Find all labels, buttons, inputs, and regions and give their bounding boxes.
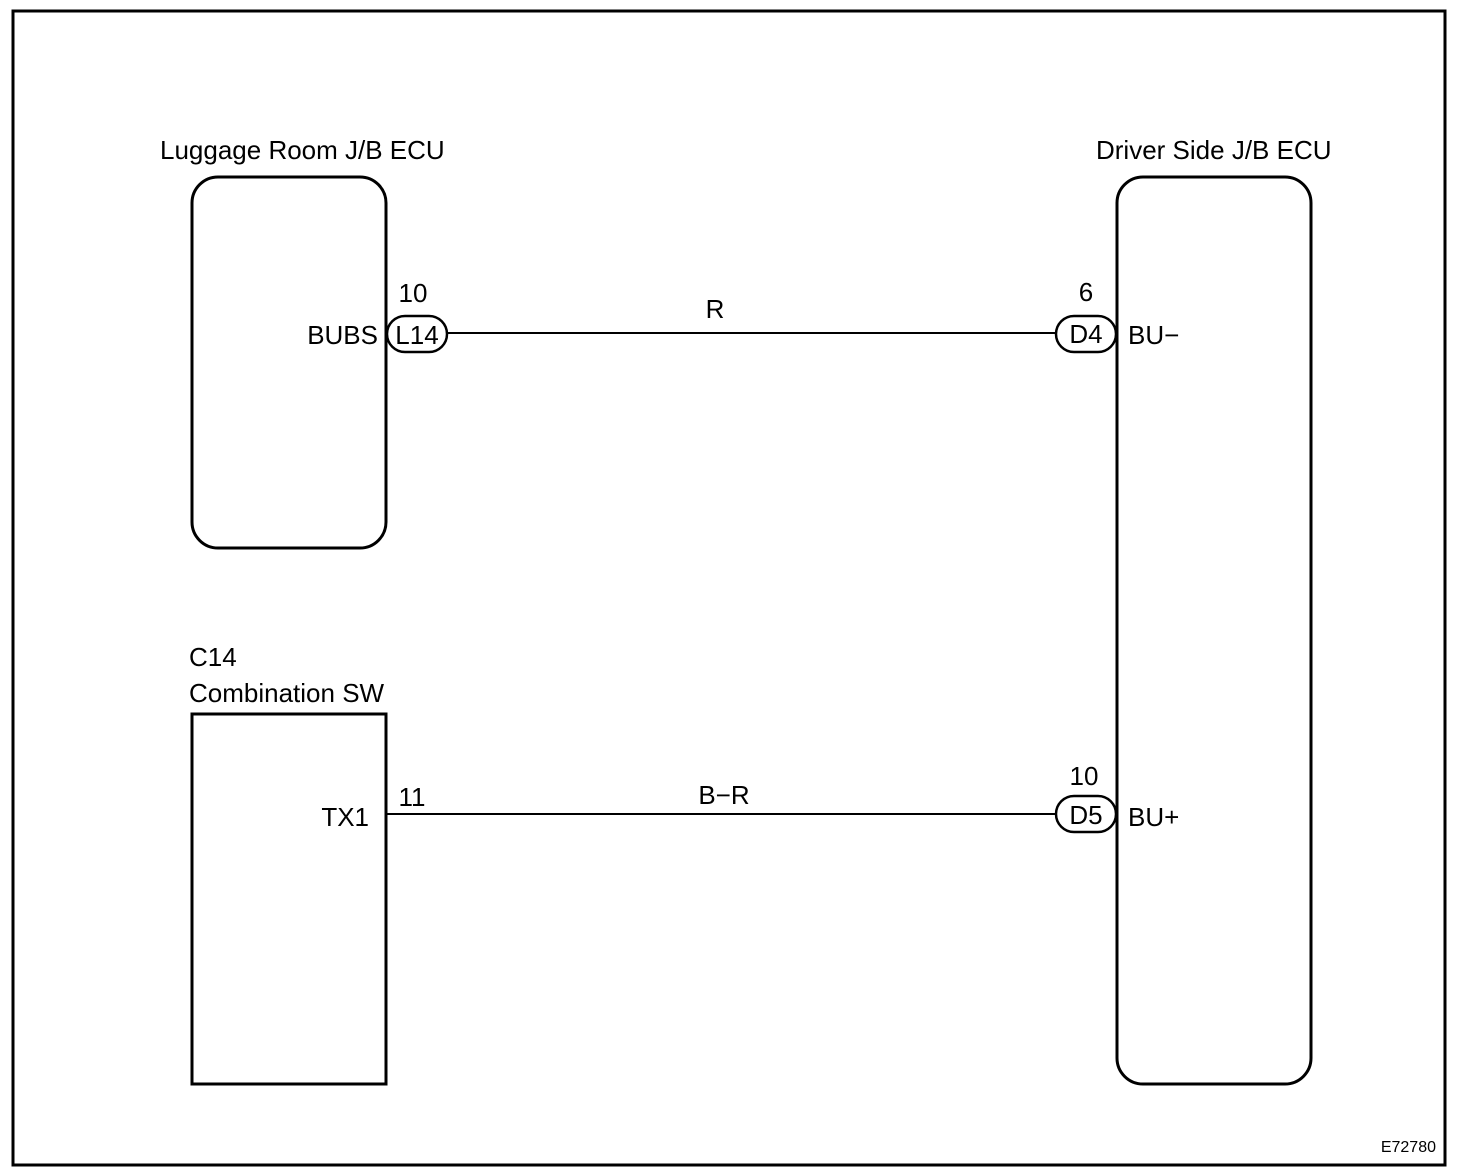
pin-d4-6: 6 xyxy=(1079,277,1093,307)
connector-d5-label: D5 xyxy=(1069,800,1102,830)
combination-sw-box xyxy=(190,712,388,1086)
diagram-frame xyxy=(11,9,1447,1167)
combination-sw-title: Combination SW xyxy=(189,678,385,708)
luggage-room-ecu-title: Luggage Room J/B ECU xyxy=(160,135,445,165)
terminal-bu-plus: BU+ xyxy=(1128,802,1179,832)
connector-d4-label: D4 xyxy=(1069,319,1102,349)
connector-l14 xyxy=(385,314,449,354)
wire-b-r-color: B−R xyxy=(698,780,749,810)
pin-l14-10: 10 xyxy=(399,278,428,308)
wire-r-color: R xyxy=(706,294,725,324)
driver-side-ecu-box xyxy=(1115,175,1313,1086)
luggage-room-ecu-box xyxy=(190,175,388,550)
connector-l14-label: L14 xyxy=(395,320,438,350)
pin-d5-10: 10 xyxy=(1070,761,1099,791)
connector-d5 xyxy=(1054,794,1118,834)
wire-r: R BUBS 10 L14 6 D4 BU− xyxy=(307,277,1179,354)
connector-d4 xyxy=(1054,314,1118,354)
wire-b-r: B−R TX1 11 10 D5 BU+ xyxy=(321,761,1179,834)
pin-c14-11: 11 xyxy=(399,782,426,812)
driver-side-ecu-title: Driver Side J/B ECU xyxy=(1096,135,1332,165)
figure-id: E72780 xyxy=(1381,1139,1436,1156)
terminal-bu-minus: BU− xyxy=(1128,320,1179,350)
terminal-tx1: TX1 xyxy=(321,802,369,832)
terminal-bubs: BUBS xyxy=(307,320,378,350)
combination-sw-code: C14 xyxy=(189,642,237,672)
